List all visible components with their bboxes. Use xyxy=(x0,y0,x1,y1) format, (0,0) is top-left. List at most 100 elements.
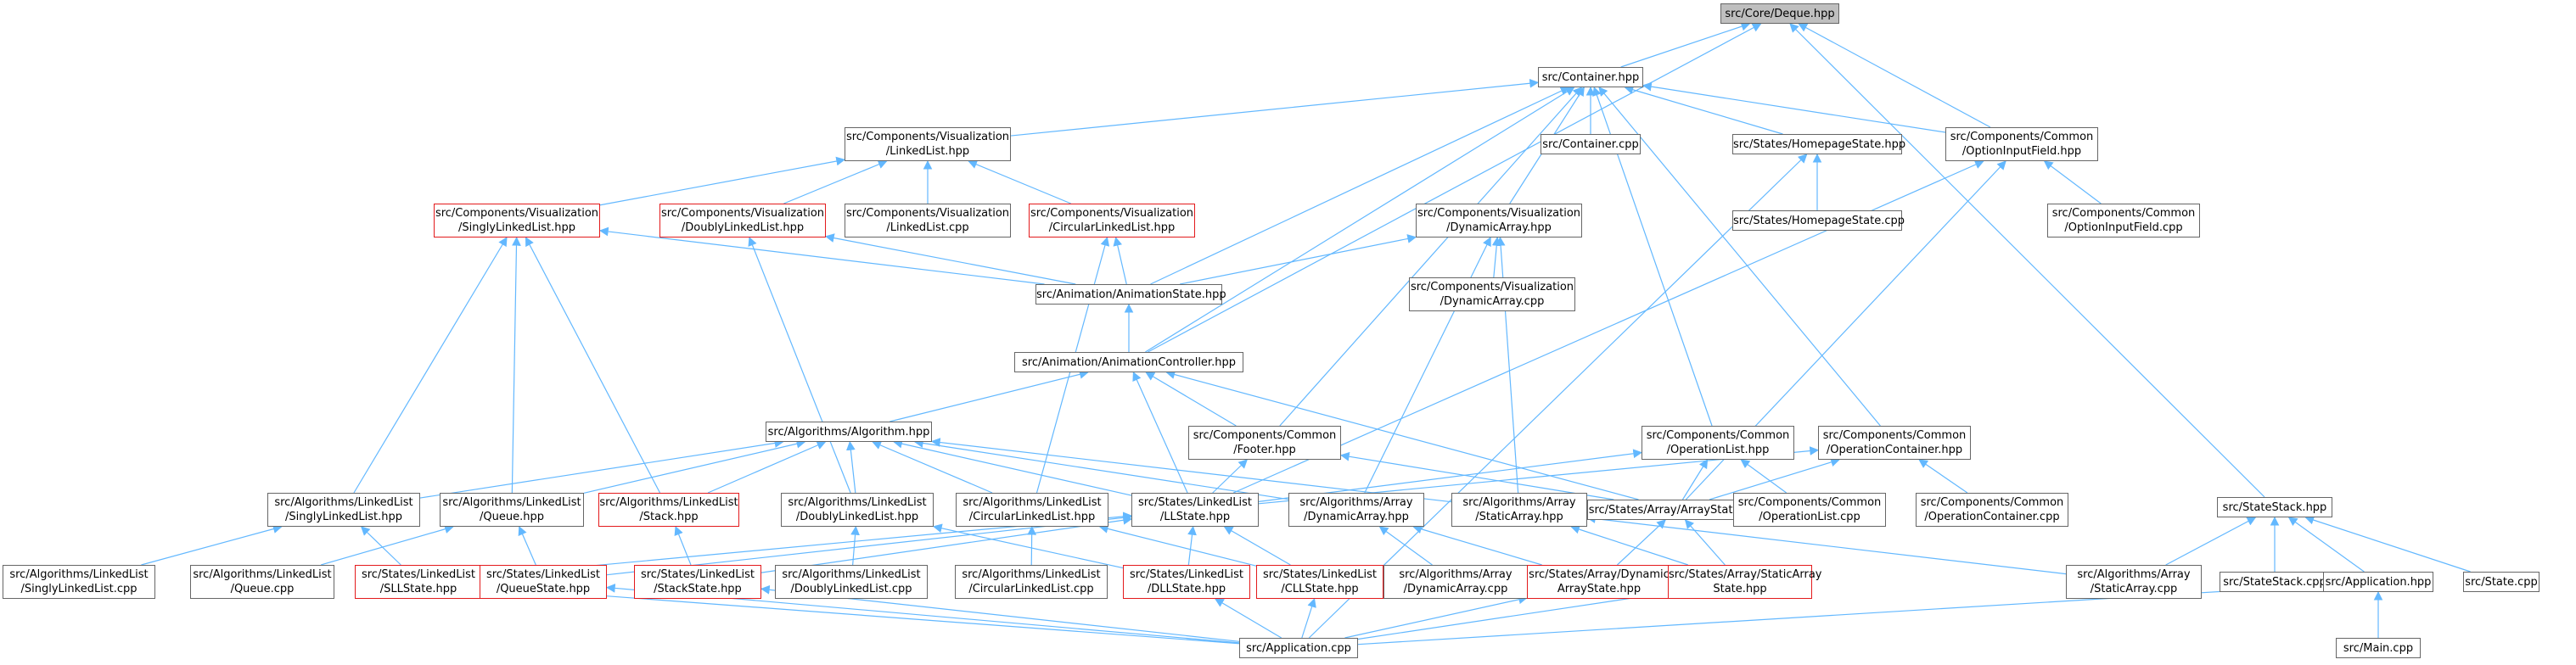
graph-node-label-line: src/States/LinkedList xyxy=(1137,496,1253,509)
graph-node-label-line: src/States/LinkedList xyxy=(1129,568,1244,581)
graph-edge-alg-sa-sastate xyxy=(1570,524,1689,566)
graph-node-container-cpp[interactable]: src/Container.cpp xyxy=(1541,134,1641,154)
graph-node-homepage[interactable]: src/States/HomepageState.hpp xyxy=(1732,134,1905,154)
graph-node-deque[interactable]: src/Core/Deque.hpp xyxy=(1720,3,1839,24)
graph-node-label-line: /DoublyLinkedList.cpp xyxy=(790,583,912,595)
graph-node-statestack[interactable]: src/StateStack.hpp xyxy=(2217,497,2332,517)
graph-node-statestack-cpp[interactable]: src/StateStack.cpp xyxy=(2220,572,2330,592)
graph-node-sllstate[interactable]: src/States/LinkedList/SLLState.hpp xyxy=(355,565,482,599)
graph-edge-deque-container xyxy=(1620,21,1751,68)
graph-node-label-line: src/Algorithms/LinkedList xyxy=(274,496,413,509)
graph-edge-container-viz-ll xyxy=(1010,78,1540,137)
graph-node-label-line: /Stack.hpp xyxy=(639,511,699,523)
graph-node-alg-sll-cpp[interactable]: src/Algorithms/LinkedList/SinglyLinkedLi… xyxy=(3,565,155,599)
graph-node-viz-sll[interactable]: src/Components/Visualization/SinglyLinke… xyxy=(434,204,600,238)
graph-node-algo[interactable]: src/Algorithms/Algorithm.hpp xyxy=(766,422,932,442)
graph-node-anim-ctrl[interactable]: src/Animation/AnimationController.hpp xyxy=(1014,352,1243,372)
graph-node-label-line: /SinglyLinkedList.hpp xyxy=(284,511,403,523)
graph-node-viz-dll[interactable]: src/Components/Visualization/DoublyLinke… xyxy=(659,204,826,238)
graph-edge-alg-sll-sllstate xyxy=(360,526,401,566)
graph-edge-alg-cll-cllstate xyxy=(1098,524,1257,567)
graph-node-homepage-cpp[interactable]: src/States/HomepageState.cpp xyxy=(1732,210,1905,231)
graph-node-label-line: src/States/Array/Dynamic xyxy=(1529,568,1670,581)
graph-node-llstate[interactable]: src/States/LinkedList/LLState.hpp xyxy=(1131,493,1259,527)
graph-node-stackstate[interactable]: src/States/LinkedList/StackState.hpp xyxy=(634,565,761,599)
graph-node-app-hpp[interactable]: src/Application.hpp xyxy=(2323,572,2433,592)
graph-node-viz-da[interactable]: src/Components/Visualization/DynamicArra… xyxy=(1416,204,1582,238)
graph-edge-sastate-app-cpp xyxy=(1357,589,1670,640)
graph-node-alg-sa-cpp[interactable]: src/Algorithms/Array/StaticArray.cpp xyxy=(2066,565,2202,599)
graph-edge-statestack-state-cpp xyxy=(2304,515,2471,573)
graph-node-footer[interactable]: src/Components/Common/Footer.hpp xyxy=(1188,426,1341,460)
graph-node-dllstate[interactable]: src/States/LinkedList/DLLState.hpp xyxy=(1123,565,1250,599)
graph-node-alg-sll[interactable]: src/Algorithms/LinkedList/SinglyLinkedLi… xyxy=(267,493,420,527)
graph-node-label-line: /StackState.hpp xyxy=(654,583,742,595)
graph-node-alg-cll[interactable]: src/Algorithms/LinkedList/CircularLinked… xyxy=(956,493,1108,527)
graph-node-label-line: /OptionInputField.cpp xyxy=(2064,221,2183,234)
graph-node-viz-da-cpp[interactable]: src/Components/Visualization/DynamicArra… xyxy=(1409,277,1575,311)
graph-node-label-line: /StaticArray.hpp xyxy=(1475,511,1563,523)
graph-node-label-line: /OperationList.cpp xyxy=(1759,511,1860,523)
graph-node-opcont[interactable]: src/Components/Common/OperationContainer… xyxy=(1818,426,1971,460)
graph-node-alg-queue-cpp[interactable]: src/Algorithms/LinkedList/Queue.cpp xyxy=(190,565,334,599)
graph-node-main-cpp[interactable]: src/Main.cpp xyxy=(2336,638,2421,658)
graph-node-alg-stack[interactable]: src/Algorithms/LinkedList/Stack.hpp xyxy=(598,493,739,527)
graph-node-label-line: /CircularLinkedList.hpp xyxy=(1048,221,1176,234)
graph-node-queuestate[interactable]: src/States/LinkedList/QueueState.hpp xyxy=(480,565,607,599)
graph-node-alg-cll-cpp[interactable]: src/Algorithms/LinkedList/CircularLinked… xyxy=(955,565,1108,599)
graph-edge-alg-da-dastate xyxy=(1412,524,1542,566)
graph-node-alg-dll-cpp[interactable]: src/Algorithms/LinkedList/DoublyLinkedLi… xyxy=(775,565,928,599)
graph-node-label-line: src/Algorithms/Array xyxy=(1399,568,1512,581)
graph-node-app-cpp[interactable]: src/Application.cpp xyxy=(1239,638,1358,658)
graph-node-label-line: src/Components/Visualization xyxy=(845,131,1010,143)
graph-node-alg-sa[interactable]: src/Algorithms/Array/StaticArray.hpp xyxy=(1451,493,1587,527)
graph-node-viz-ll-cpp[interactable]: src/Components/Visualization/LinkedList.… xyxy=(845,204,1011,238)
graph-node-label-line: src/Algorithms/LinkedList xyxy=(9,568,149,581)
graph-node-label-line: /SLLState.hpp xyxy=(379,583,457,595)
graph-edge-algo-alg-dll xyxy=(845,440,856,494)
graph-edge-viz-sll-anim-state xyxy=(598,226,1045,285)
graph-edge-alg-sa-alg-sa-cpp xyxy=(1585,514,2067,575)
graph-node-label-line: src/Components/Common xyxy=(1920,496,2064,509)
graph-node-state-cpp[interactable]: src/State.cpp xyxy=(2463,572,2540,592)
graph-edge-viz-dll-anim-state xyxy=(824,233,1076,285)
graph-node-alg-dll[interactable]: src/Algorithms/LinkedList/DoublyLinkedLi… xyxy=(781,493,934,527)
graph-node-alg-da-cpp[interactable]: src/Algorithms/Array/DynamicArray.cpp xyxy=(1383,565,1528,599)
graph-edge-alg-queue-queuestate xyxy=(518,526,536,566)
graph-node-opcont-cpp[interactable]: src/Components/Common/OperationContainer… xyxy=(1916,493,2068,527)
graph-node-oplist-cpp[interactable]: src/Components/Common/OperationList.cpp xyxy=(1733,493,1886,527)
graph-node-label-line: src/Animation/AnimationState.hpp xyxy=(1036,288,1226,301)
graph-node-container[interactable]: src/Container.hpp xyxy=(1538,67,1643,87)
graph-node-oplist[interactable]: src/Components/Common/OperationList.hpp xyxy=(1642,426,1794,460)
graph-node-label-line: src/Algorithms/Array xyxy=(1299,496,1413,509)
graph-node-label-line: src/Animation/AnimationController.hpp xyxy=(1022,355,1236,369)
graph-edge-llstate-stackstate xyxy=(760,515,1133,573)
graph-edge-opcont-opcont-cpp xyxy=(1918,459,1968,494)
graph-node-label-line: src/Components/Common xyxy=(1950,131,2094,143)
graph-node-label-line: src/Application.cpp xyxy=(1246,641,1351,655)
graph-node-cmn-optin[interactable]: src/Components/Common/OptionInputField.h… xyxy=(1945,127,2098,161)
graph-node-alg-queue[interactable]: src/Algorithms/LinkedList/Queue.hpp xyxy=(440,493,584,527)
graph-node-anim-state[interactable]: src/Animation/AnimationState.hpp xyxy=(1035,284,1226,305)
graph-edge-container-anim-state xyxy=(1150,87,1570,285)
graph-node-label-line: src/Algorithms/LinkedList xyxy=(193,568,332,581)
graph-node-optin-cpp[interactable]: src/Components/Common/OptionInputField.c… xyxy=(2047,204,2200,238)
graph-node-viz-cll[interactable]: src/Components/Visualization/CircularLin… xyxy=(1029,204,1195,238)
graph-node-label-line: src/Algorithms/LinkedList xyxy=(442,496,581,509)
graph-node-viz-ll[interactable]: src/Components/Visualization/LinkedList.… xyxy=(845,127,1011,161)
graph-edge-viz-dll-alg-dll xyxy=(748,236,851,494)
graph-node-cllstate[interactable]: src/States/LinkedList/CLLState.hpp xyxy=(1256,565,1383,599)
graph-node-label-line: /Footer.hpp xyxy=(1233,444,1296,456)
graph-edge-cmn-optin-optin-cpp xyxy=(2043,160,2102,204)
graph-node-alg-da[interactable]: src/Algorithms/Array/DynamicArray.hpp xyxy=(1288,493,1424,527)
graph-node-label-line: /Queue.cpp xyxy=(230,583,295,595)
graph-node-label-line: src/Components/Common xyxy=(1646,429,1790,442)
graph-edge-opcont-arraystate xyxy=(1709,457,1840,500)
graph-node-label-line: /LLState.hpp xyxy=(1159,511,1231,523)
graph-edge-anim-ctrl-arraystate xyxy=(1165,370,1639,500)
graph-node-label-line: src/Components/Common xyxy=(1737,496,1882,509)
graph-edge-viz-sll-alg-queue xyxy=(511,236,521,494)
graph-node-label-line: /DynamicArray.hpp xyxy=(1304,511,1409,523)
